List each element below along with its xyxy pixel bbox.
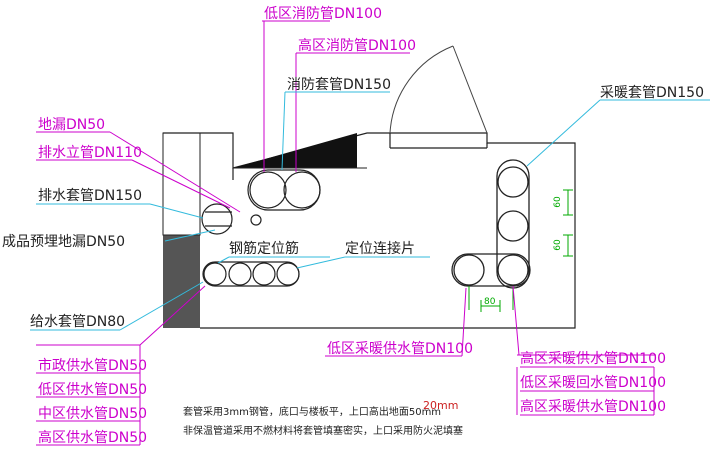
label-high-water: 高区供水管DN50	[38, 429, 147, 446]
label-connector-plate: 定位连接片	[345, 240, 415, 257]
dimension-60-lower: 60	[553, 239, 563, 251]
label-embedded-drain: 成品预埋地漏DN50	[2, 234, 125, 250]
fire-pipe-wedge	[233, 133, 357, 168]
note-line-1: 套管采用3mm钢管，底口与楼板平，上口高出地面50mm	[183, 405, 441, 418]
note-line-2: 非保温管道采用不燃材料将套管填塞密实，上口采用防火泥填塞	[183, 424, 463, 437]
label-low-heat-return: 低区采暖回水管DN100	[520, 375, 666, 391]
concrete-wall	[163, 235, 200, 328]
dimension-60-upper: 60	[553, 196, 563, 208]
wall-upper	[162, 132, 201, 236]
leader-lines-magenta	[36, 20, 656, 446]
fire-pipe-group	[247, 169, 321, 211]
note-overlay-20mm: 20mm	[423, 399, 458, 412]
label-low-fire-pipe: 低区消防管DN100	[264, 6, 382, 22]
label-low-water: 低区供水管DN50	[38, 382, 147, 398]
dimension-lines	[468, 189, 573, 312]
label-rebar-locator: 钢筋定位筋	[229, 240, 299, 257]
label-drain-riser: 排水立管DN110	[38, 145, 142, 161]
drain-pipes	[201, 203, 262, 235]
label-water-sleeve: 给水套管DN80	[30, 314, 125, 330]
door-swing	[389, 45, 488, 134]
label-drain-sleeve: 排水套管DN150	[38, 188, 142, 204]
label-heating-sleeve: 采暖套管DN150	[600, 85, 704, 101]
leader-lines-cyan	[30, 91, 710, 331]
heating-pipe-group	[451, 159, 531, 289]
label-high-heat-supply-2: 高区采暖供水管DN100	[520, 398, 666, 415]
label-fire-sleeve: 消防套管DN150	[287, 77, 391, 93]
label-floor-drain: 地漏DN50	[38, 117, 105, 133]
label-high-heat-supply: 高区采暖供水管DN100	[520, 350, 666, 367]
label-mid-water: 中区供水管DN50	[38, 406, 147, 422]
label-municipal-water: 市政供水管DN50	[38, 357, 147, 374]
dimension-80: 80	[484, 297, 496, 307]
water-pipe-row	[202, 261, 300, 287]
label-high-fire-pipe: 高区消防管DN100	[298, 37, 416, 54]
label-low-heat-supply: 低区采暖供水管DN100	[327, 341, 473, 357]
